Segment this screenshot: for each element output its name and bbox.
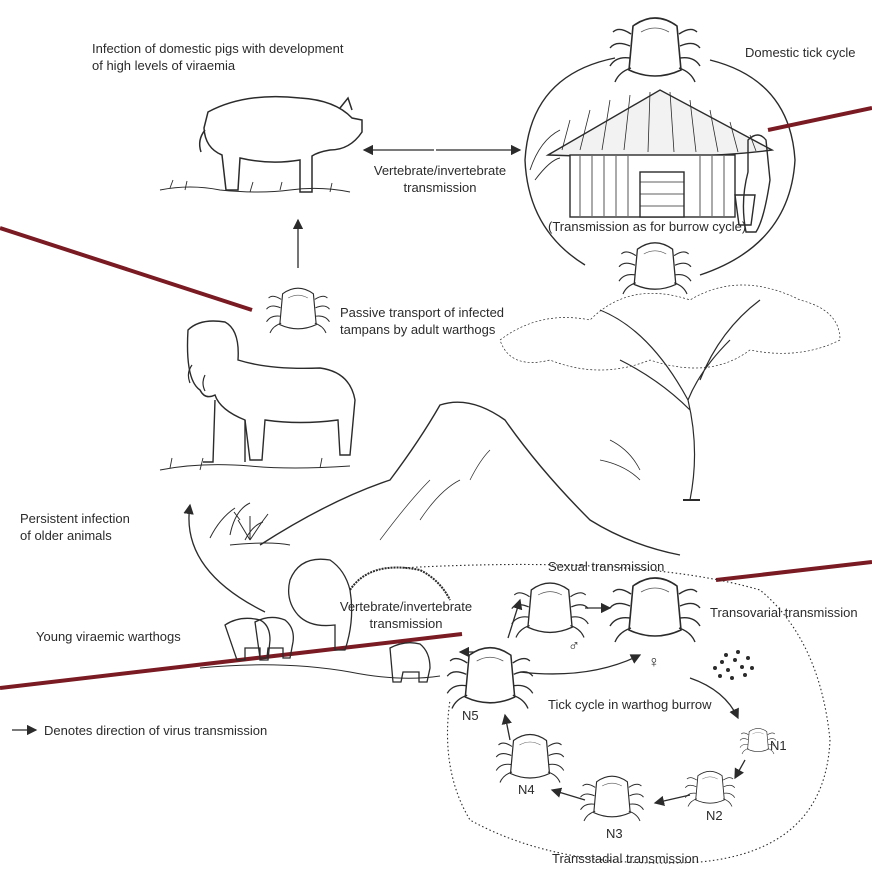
tree-illustration: [500, 285, 840, 500]
arrow-persistent-infection: [189, 505, 265, 612]
tick-domestic-bottom: [619, 243, 691, 294]
vert-invert-top-line2: transmission: [364, 179, 516, 196]
tick-female: [610, 578, 700, 642]
adult-warthog-illustration: [160, 321, 355, 470]
pig-infection-label: Infection of domestic pigs with developm…: [92, 40, 343, 74]
male-symbol: ♂: [568, 638, 580, 656]
vert-invert-bottom-label: Vertebrate/invertebrate transmission: [330, 598, 482, 632]
arrow-n2-n3: [655, 795, 690, 803]
vert-invert-bottom-line2: transmission: [330, 615, 482, 632]
hut-illustration: [530, 90, 772, 232]
persistent-infection-label: Persistent infection of older animals: [20, 510, 130, 544]
passive-transport-label: Passive transport of infected tampans by…: [340, 304, 504, 338]
stage-label-n5: N5: [462, 708, 479, 723]
shrub-illustration: [230, 512, 290, 545]
tick-n5: [447, 648, 533, 709]
eggs-cluster: [713, 650, 754, 680]
arrow-n1-n2: [735, 760, 745, 778]
burrow-cycle-note: (Transmission as for burrow cycle): [548, 218, 746, 235]
passive-transport-line2: tampans by adult warthogs: [340, 321, 504, 338]
young-warthogs-label: Young viraemic warthogs: [36, 628, 181, 645]
stage-label-n2: N2: [706, 808, 723, 823]
passive-transport-line1: Passive transport of infected: [340, 304, 504, 321]
domestic-tick-cycle-label: Domestic tick cycle: [745, 44, 856, 61]
tick-n3: [581, 776, 644, 821]
domestic-pig-illustration: [160, 97, 362, 192]
vert-invert-bottom-line1: Vertebrate/invertebrate: [330, 598, 482, 615]
legend-label: Denotes direction of virus transmission: [44, 722, 267, 739]
tick-n2: [685, 771, 735, 806]
tick-n4: [496, 735, 564, 783]
tick-passive-transport: [267, 288, 330, 333]
transstadial-label: Transstadial transmission: [552, 850, 699, 867]
sexual-transmission-label: Sexual transmission: [548, 558, 664, 575]
transovarial-label: Transovarial transmission: [710, 604, 858, 621]
tick-domestic-top: [610, 18, 700, 82]
vert-invert-top-line1: Vertebrate/invertebrate: [364, 162, 516, 179]
stage-label-n3: N3: [606, 826, 623, 841]
persistent-line1: Persistent infection: [20, 510, 130, 527]
stage-label-n1: N1: [770, 738, 787, 753]
arrow-n4-n5: [505, 715, 510, 740]
persistent-line2: of older animals: [20, 527, 130, 544]
female-symbol: ♀: [648, 654, 660, 672]
pig-infection-line1: Infection of domestic pigs with developm…: [92, 40, 343, 57]
vert-invert-top-label: Vertebrate/invertebrate transmission: [364, 162, 516, 196]
tick-cycle-burrow-label: Tick cycle in warthog burrow: [548, 696, 712, 713]
arrow-n3-n4: [552, 790, 585, 800]
tick-male: [512, 583, 589, 637]
arrow-sexual: [520, 655, 640, 674]
pig-infection-line2: of high levels of viraemia: [92, 57, 343, 74]
stage-label-n4: N4: [518, 782, 535, 797]
